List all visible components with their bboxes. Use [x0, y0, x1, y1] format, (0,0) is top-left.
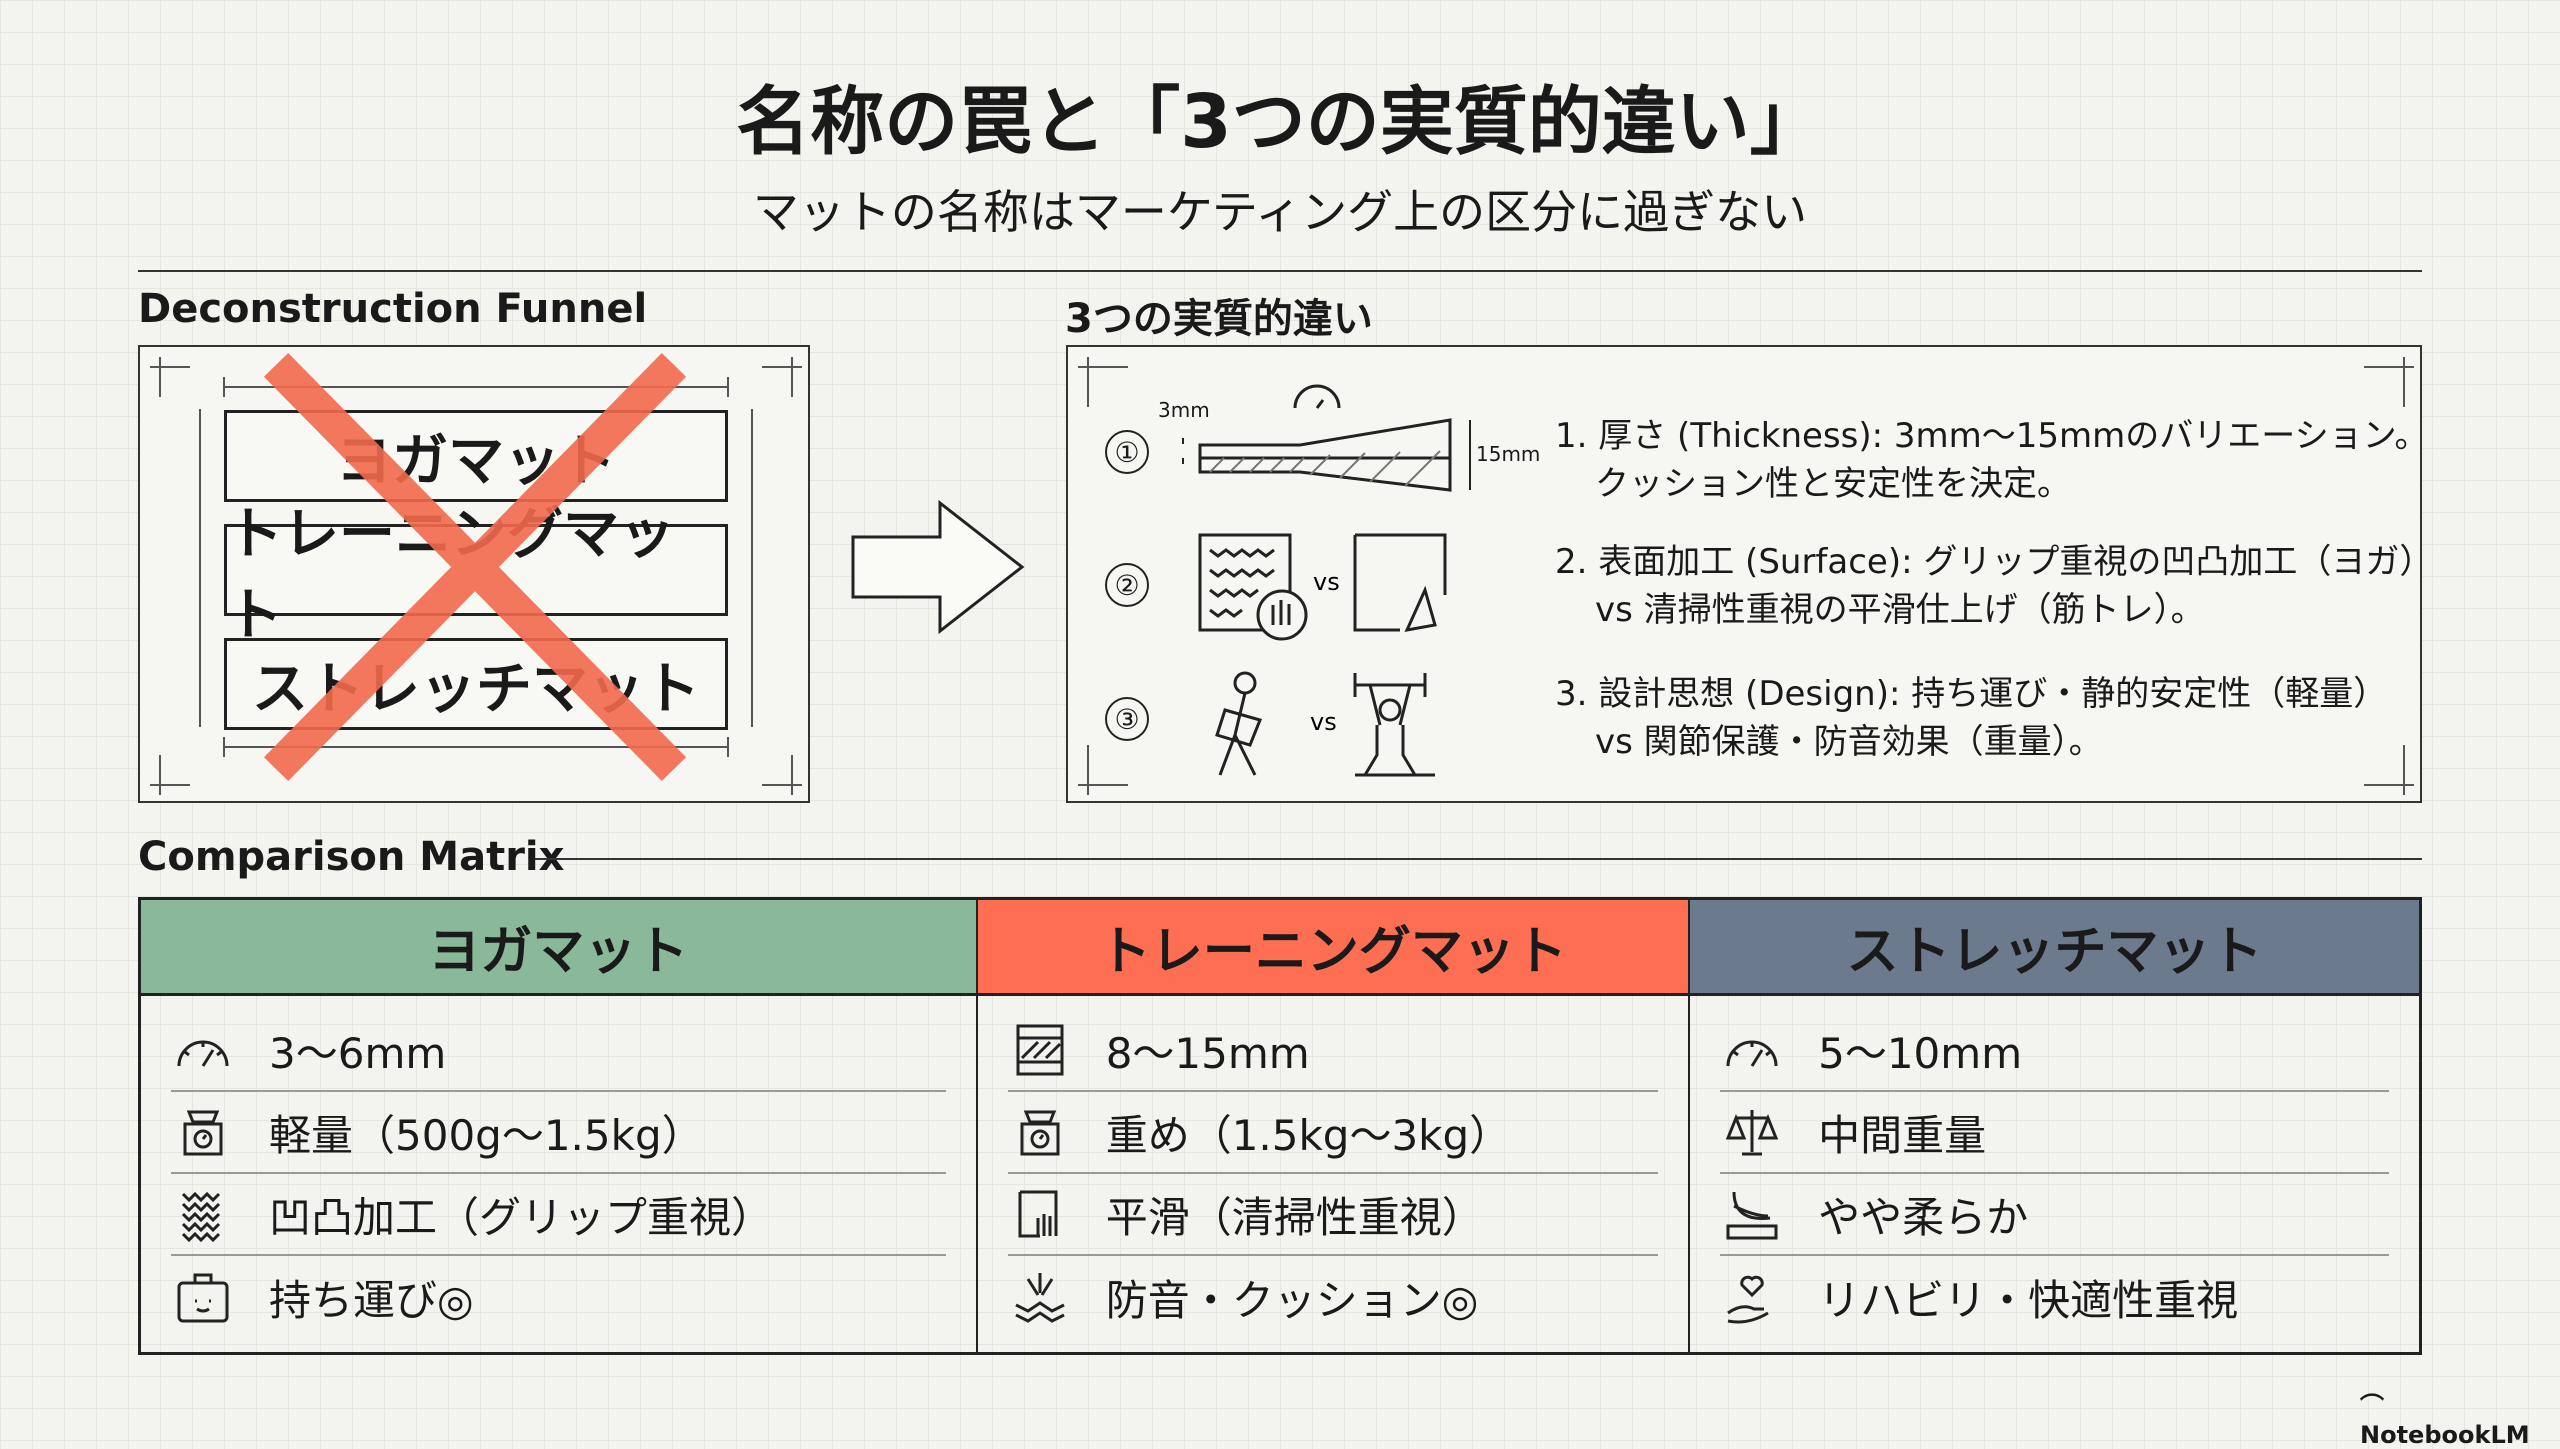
matrix-cell: リハビリ・快適性重視	[1818, 1275, 2239, 1325]
matrix-row: 3〜6mm	[171, 1010, 946, 1092]
matrix-column-1: 8〜15mm 重め（1.5kg〜3kg） 平滑（清掃性重視） 防音・クッション◎	[975, 994, 1690, 1354]
texture-icon	[181, 1191, 221, 1242]
brand-label: NotebookLM	[2360, 1421, 2530, 1449]
differences-heading: 3つの実質的違い	[1065, 296, 1373, 342]
matrix-row: やや柔らか	[1720, 1174, 2389, 1256]
arrow-right-icon	[851, 500, 1025, 635]
difference-item-1: 1. 厚さ (Thickness): 3mm〜15mmのバリエーション。クッショ…	[1555, 412, 2429, 508]
funnel-box: ヨガマット トレーニングマット ストレッチマット	[138, 345, 810, 803]
difference-item-3: 3. 設計思想 (Design): 持ち運び・静的安定性（軽量） vs 関節保護・…	[1555, 670, 2387, 766]
surface-comparison-icon: vs	[1198, 533, 1447, 641]
notebooklm-logo: ⌒ NotebookLM	[2360, 1386, 2560, 1449]
differences-box	[1066, 345, 2422, 803]
item-line: クッション性と安定性を決定。	[1595, 464, 2071, 504]
scale-icon	[183, 1110, 223, 1156]
cross-out-icon	[263, 352, 687, 782]
thin-label: 3mm	[1158, 398, 1210, 422]
matrix-cell: 重め（1.5kg〜3kg）	[1105, 1110, 1512, 1160]
logo-icon: ⌒	[2360, 1392, 2384, 1420]
difference-item-2: 2. 表面加工 (Surface): グリップ重視の凹凸加工（ヨガ） vs 清掃性…	[1555, 538, 2433, 634]
matrix-row: 持ち運び◎	[171, 1256, 946, 1338]
matrix-row: 中間重量	[1720, 1092, 2389, 1174]
matrix-cell: やや柔らか	[1818, 1192, 2029, 1242]
matrix-column-2: 5〜10mm 中間重量やや柔らかリハビリ・快適性重視	[1688, 994, 2421, 1354]
vs-label-3: vs	[1310, 708, 1337, 736]
gauge-icon	[1726, 1040, 1778, 1067]
item-line: 2. 表面加工 (Surface): グリップ重視の凹凸加工（ヨガ）	[1555, 542, 2434, 582]
balance-icon	[1725, 1110, 1779, 1156]
wipe-icon	[1018, 1190, 1058, 1238]
design-comparison-icon: vs	[1215, 671, 1435, 777]
matrix-heading: Comparison Matrix	[138, 834, 565, 880]
dimension-lines	[150, 357, 802, 795]
matrix-cell: 8〜15mm	[1105, 1028, 1310, 1078]
matrix-row: 凹凸加工（グリップ重視）	[171, 1174, 946, 1256]
matrix-cell: 持ち運び◎	[269, 1275, 474, 1325]
page-subtitle: マットの名称はマーケティング上の区分に過ぎない	[752, 185, 1808, 239]
thickness-diagram-icon	[1182, 384, 1471, 492]
number-3: ③	[1105, 697, 1149, 741]
matrix-header-0: ヨガマット	[138, 898, 977, 996]
impact-icon	[1015, 1273, 1065, 1323]
number-1: ①	[1105, 430, 1149, 474]
page-title: 名称の罠と「3つの実質的違い」	[736, 79, 1824, 165]
number-2: ②	[1105, 563, 1149, 607]
matrix-cell: 防音・クッション◎	[1105, 1275, 1479, 1325]
matrix-cell: 3〜6mm	[269, 1028, 447, 1078]
comparison-matrix: ヨガマットトレーニングマットストレッチマット 3〜6mm 軽量（500g〜1.5k…	[138, 897, 2422, 1355]
item-line: 1. 厚さ (Thickness): 3mm〜15mmのバリエーション。	[1555, 416, 2429, 456]
matrix-cell: 平滑（清掃性重視）	[1105, 1192, 1484, 1242]
matrix-row: 平滑（清掃性重視）	[1007, 1174, 1659, 1256]
item-line: vs 関節保護・防音効果（重量）。	[1595, 722, 2103, 762]
funnel-heading: Deconstruction Funnel	[138, 286, 648, 332]
matrix-header-2: ストレッチマット	[1688, 898, 2421, 996]
matrix-cell: 中間重量	[1818, 1110, 1987, 1160]
thick-label: 15mm	[1476, 442, 1541, 466]
divider	[535, 858, 2422, 860]
gauge-icon	[177, 1040, 229, 1067]
thick-layer-icon	[1016, 1024, 1064, 1076]
bag-icon	[177, 1273, 229, 1323]
vs-label-2: vs	[1313, 568, 1340, 596]
scale-icon	[1020, 1110, 1060, 1156]
matrix-row: 防音・クッション◎	[1008, 1256, 1658, 1338]
matrix-cell: 軽量（500g〜1.5kg）	[269, 1110, 704, 1160]
divider	[138, 270, 2422, 272]
item-line: vs 清掃性重視の平滑仕上げ（筋トレ）。	[1595, 590, 2205, 630]
matrix-cell: 5〜10mm	[1818, 1028, 2023, 1078]
item-line: 3. 設計思想 (Design): 持ち運び・静的安定性（軽量）	[1555, 674, 2388, 714]
matrix-row: 8〜15mm	[1007, 1010, 1659, 1092]
corner-marks	[1078, 357, 2414, 795]
matrix-row: リハビリ・快適性重視	[1720, 1256, 2389, 1338]
matrix-row: 5〜10mm	[1720, 1010, 2389, 1092]
matrix-cell: 凹凸加工（グリップ重視）	[269, 1192, 774, 1242]
matrix-row: 軽量（500g〜1.5kg）	[171, 1092, 946, 1174]
matrix-column-0: 3〜6mm 軽量（500g〜1.5kg） 凹凸加工（グリップ重視） 持ち運び◎	[138, 994, 977, 1354]
soft-icon	[1726, 1191, 1778, 1240]
matrix-row: 重め（1.5kg〜3kg）	[1007, 1092, 1659, 1174]
heart-hand-icon	[1727, 1275, 1769, 1324]
matrix-header-1: トレーニングマット	[975, 898, 1690, 996]
